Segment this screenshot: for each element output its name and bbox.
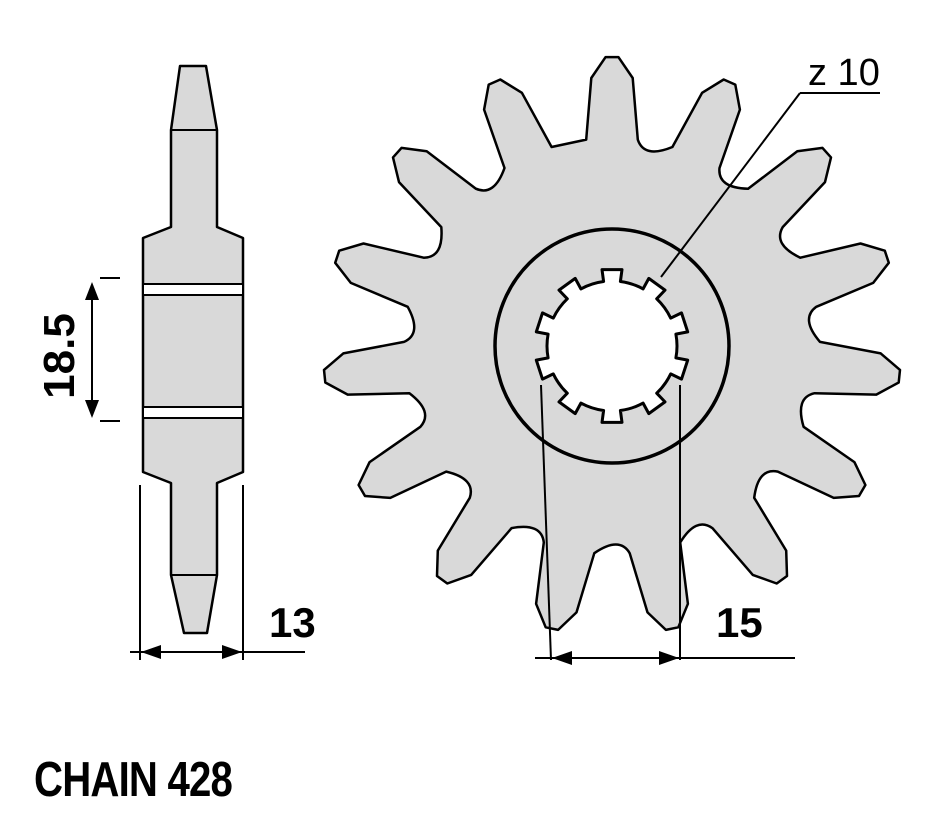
dim-arrow-down (85, 400, 99, 418)
bore-ext-line-left (540, 384, 552, 661)
dim-arrow-right-15 (659, 651, 679, 665)
dim-arrow-left-13 (141, 645, 161, 659)
hub-band-top (142, 283, 244, 296)
dim-arrow-left-15 (552, 651, 572, 665)
hub-dimension-label: 18.5 (35, 313, 84, 399)
spline-leader-line (660, 92, 801, 278)
spline-width-dimension-label: 15 (716, 599, 763, 646)
dim-arrow-up (85, 282, 99, 300)
spline-count-label: z 10 (808, 52, 880, 94)
side-view: 18.5 13 (35, 64, 316, 660)
hub-band-bottom (142, 406, 244, 419)
thickness-dimension-label: 13 (269, 599, 316, 646)
chain-size-label: CHAIN 428 (34, 753, 233, 807)
hub-ring (493, 227, 731, 465)
side-profile (141, 64, 245, 635)
dim-arrow-right-13 (222, 645, 242, 659)
spline-bore (534, 268, 690, 424)
front-view: 15 z 10 (322, 52, 902, 665)
